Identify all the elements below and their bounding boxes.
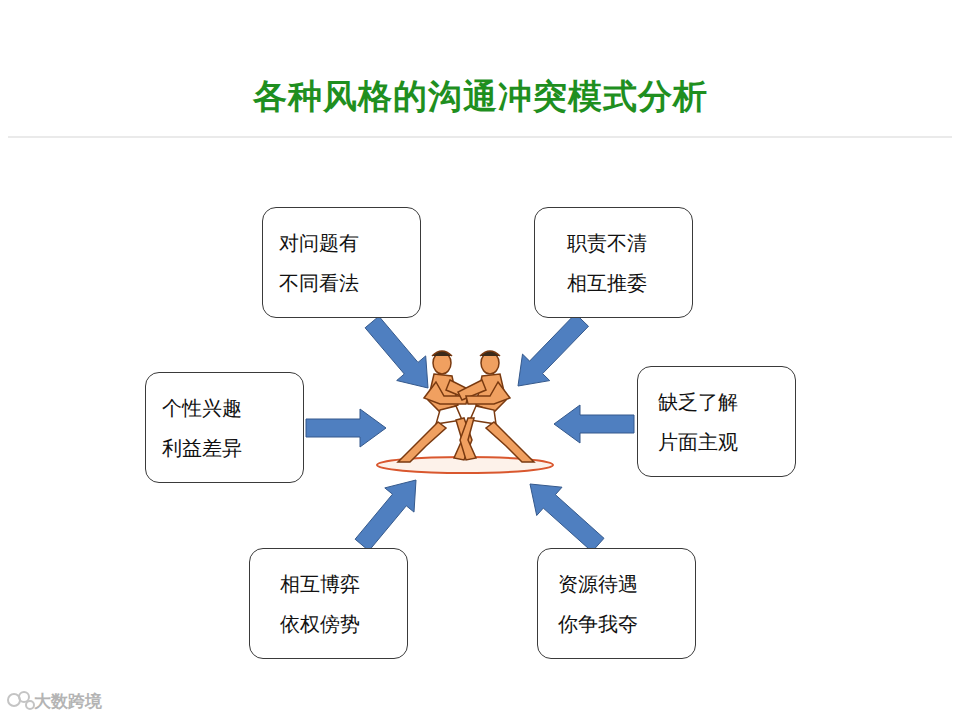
cause-box: 缺乏了解 片面主观 [637,366,796,477]
cause-text: 资源待遇 你争我夺 [558,564,650,644]
block-arrow [554,405,634,443]
cause-box: 个性兴趣 利益差异 [145,372,304,483]
block-arrow [355,480,416,551]
block-arrow [306,409,386,447]
wrestler-right [458,351,534,462]
block-arrow [518,314,589,386]
cause-box: 职责不清 相互推委 [534,207,693,318]
slide-title: 各种风格的沟通冲突模式分析 [0,74,960,120]
cause-text: 个性兴趣 利益差异 [162,388,254,468]
cause-box: 资源待遇 你争我夺 [537,548,696,659]
cause-text: 职责不清 相互推委 [567,223,659,303]
cause-text: 相互博弈 依权傍势 [280,564,372,644]
block-arrow [530,484,604,552]
watermark-icon [8,692,34,709]
cause-box: 相互博弈 依权傍势 [249,548,408,659]
cause-text: 缺乏了解 片面主观 [658,382,750,462]
cause-box: 对问题有 不同看法 [262,207,421,318]
block-arrows [306,314,634,552]
watermark: 大数跨境 [34,690,102,713]
title-rule [8,136,952,137]
block-arrow [365,316,428,388]
cause-text: 对问题有 不同看法 [279,223,371,303]
